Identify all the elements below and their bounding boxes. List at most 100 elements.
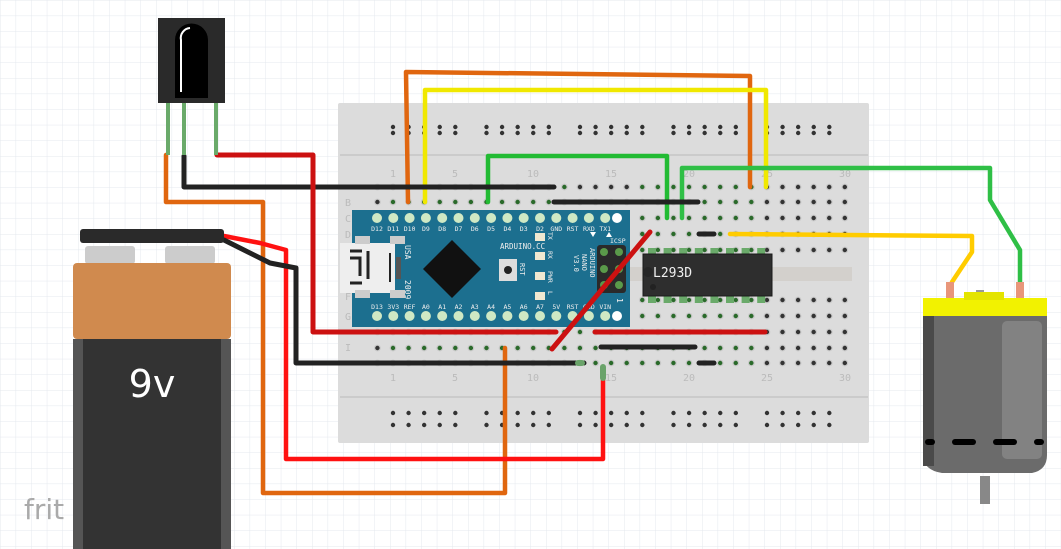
- wire-gold-motor[interactable]: [727, 231, 975, 285]
- arduino-pin-bottom[interactable]: [535, 311, 545, 321]
- rail-hole[interactable]: [718, 124, 723, 130]
- rail-hole[interactable]: [827, 410, 832, 416]
- rail-hole[interactable]: [577, 124, 583, 130]
- rail-hole[interactable]: [764, 410, 770, 416]
- rail-hole[interactable]: [811, 410, 816, 416]
- rail-hole[interactable]: [484, 124, 489, 130]
- rail-hole[interactable]: [811, 422, 816, 428]
- rail-hole[interactable]: [453, 422, 458, 428]
- rail-hole[interactable]: [718, 410, 723, 416]
- rail-hole[interactable]: [795, 130, 801, 136]
- rail-hole[interactable]: [515, 422, 520, 428]
- rail-hole[interactable]: [733, 130, 739, 136]
- arduino-pin-bottom[interactable]: [600, 311, 611, 321]
- rail-hole[interactable]: [780, 422, 785, 428]
- rail-hole[interactable]: [640, 130, 645, 136]
- rail-hole[interactable]: [515, 130, 520, 136]
- rail-hole[interactable]: [795, 124, 801, 130]
- arduino-pin-top[interactable]: [437, 213, 448, 223]
- rail-hole[interactable]: [593, 130, 598, 136]
- arduino-pin-bottom[interactable]: [372, 311, 382, 321]
- rail-hole[interactable]: [577, 410, 583, 416]
- arduino-pin-top[interactable]: [518, 213, 529, 223]
- wire-yellow-top[interactable]: [422, 87, 769, 205]
- rail-hole[interactable]: [406, 410, 411, 416]
- rail-hole[interactable]: [671, 410, 676, 416]
- rail-hole[interactable]: [827, 422, 832, 428]
- arduino-pin-top[interactable]: [420, 213, 431, 223]
- rail-hole[interactable]: [702, 410, 707, 416]
- arduino-pin-top[interactable]: [502, 213, 513, 223]
- rail-hole[interactable]: [640, 410, 645, 416]
- wire-green-motor[interactable]: [679, 165, 1023, 288]
- arduino-pin-top[interactable]: [372, 213, 382, 223]
- rail-hole[interactable]: [764, 422, 770, 428]
- rail-hole[interactable]: [390, 130, 396, 136]
- wire-red-ir[interactable]: [214, 152, 559, 335]
- rail-hole[interactable]: [780, 410, 785, 416]
- rail-hole[interactable]: [406, 422, 411, 428]
- rail-hole[interactable]: [640, 124, 645, 130]
- arduino-pin-bottom[interactable]: [437, 311, 448, 321]
- rail-hole[interactable]: [733, 422, 739, 428]
- arduino-pin-top[interactable]: [583, 213, 594, 223]
- rail-hole[interactable]: [577, 422, 583, 428]
- rail-hole[interactable]: [827, 130, 832, 136]
- rail-hole[interactable]: [608, 422, 614, 428]
- wire-red-diagonal[interactable]: [549, 229, 653, 352]
- arduino-pin-bottom[interactable]: [502, 311, 513, 321]
- wire-black-top[interactable]: [181, 153, 557, 190]
- rail-hole[interactable]: [546, 422, 552, 428]
- rail-hole[interactable]: [546, 124, 552, 130]
- rail-hole[interactable]: [671, 124, 676, 130]
- rail-hole[interactable]: [453, 130, 458, 136]
- rail-hole[interactable]: [608, 410, 614, 416]
- rail-hole[interactable]: [702, 124, 707, 130]
- rail-hole[interactable]: [484, 130, 489, 136]
- rail-hole[interactable]: [546, 130, 552, 136]
- rail-hole[interactable]: [484, 410, 489, 416]
- wire-orange-signal[interactable]: [163, 152, 508, 496]
- arduino-pin-top[interactable]: [551, 213, 562, 223]
- rail-hole[interactable]: [702, 130, 707, 136]
- wire-black-battery[interactable]: [221, 237, 587, 366]
- rail-hole[interactable]: [795, 410, 801, 416]
- rail-hole[interactable]: [608, 130, 614, 136]
- rail-hole[interactable]: [686, 124, 692, 130]
- rail-hole[interactable]: [577, 130, 583, 136]
- rail-hole[interactable]: [531, 410, 536, 416]
- rail-hole[interactable]: [686, 422, 692, 428]
- arduino-pin-bottom[interactable]: [469, 311, 480, 321]
- rail-hole[interactable]: [671, 130, 676, 136]
- ir-receiver[interactable]: [158, 18, 225, 155]
- arduino-pin-top[interactable]: [469, 213, 480, 223]
- arduino-pin-top[interactable]: [600, 213, 611, 223]
- wire-red-battery[interactable]: [221, 233, 606, 462]
- arduino-pin-bottom[interactable]: [388, 311, 399, 321]
- rail-hole[interactable]: [686, 130, 692, 136]
- rail-hole[interactable]: [499, 124, 505, 130]
- rail-hole[interactable]: [390, 410, 396, 416]
- rail-hole[interactable]: [827, 124, 832, 130]
- arduino-pin-top[interactable]: [388, 213, 399, 223]
- rail-hole[interactable]: [811, 124, 816, 130]
- rail-hole[interactable]: [515, 124, 520, 130]
- rail-hole[interactable]: [421, 422, 427, 428]
- wire-orange-top[interactable]: [403, 69, 753, 205]
- rail-hole[interactable]: [718, 130, 723, 136]
- rail-hole[interactable]: [390, 422, 396, 428]
- rail-hole[interactable]: [531, 422, 536, 428]
- rail-hole[interactable]: [780, 130, 785, 136]
- arduino-pin-top[interactable]: [535, 213, 545, 223]
- rail-hole[interactable]: [811, 130, 816, 136]
- rail-hole[interactable]: [421, 410, 427, 416]
- rail-hole[interactable]: [453, 124, 458, 130]
- arduino-pin-bottom[interactable]: [583, 311, 594, 321]
- arduino-pin-top[interactable]: [486, 213, 497, 223]
- rail-hole[interactable]: [437, 422, 442, 428]
- rail-hole[interactable]: [733, 124, 739, 130]
- rail-hole[interactable]: [531, 124, 536, 130]
- rail-hole[interactable]: [453, 410, 458, 416]
- arduino-pin-bottom[interactable]: [404, 311, 415, 321]
- rail-hole[interactable]: [624, 124, 629, 130]
